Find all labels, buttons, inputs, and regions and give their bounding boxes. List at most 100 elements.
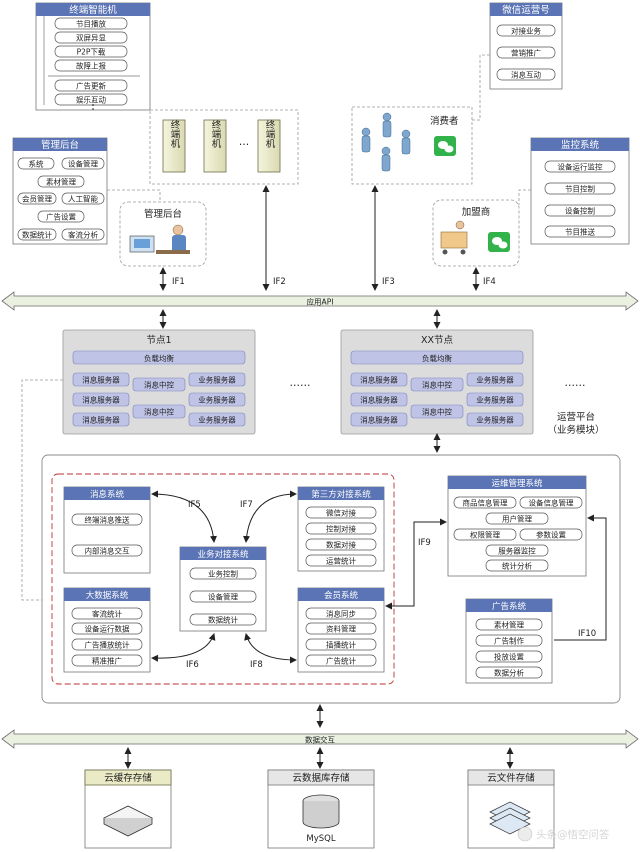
message-server: 消息服务器	[360, 375, 398, 385]
message-control: 消息中控	[144, 380, 174, 390]
module-item: 服务器监控	[498, 546, 536, 556]
message-server: 消息服务器	[82, 375, 120, 385]
interface-label: IF10	[578, 629, 596, 639]
module-item: 素材管理	[494, 620, 524, 630]
module-item: 用户管理	[502, 514, 532, 524]
database-caption: MySQL	[306, 834, 335, 844]
message-control: 消息中控	[422, 407, 452, 417]
module-item: 精准推广	[92, 656, 122, 666]
person-icon	[361, 112, 411, 172]
wechat-panel: 微信运营号 对接业务 营销推广 消息互动	[489, 2, 563, 90]
load-balancer: 负载均衡	[144, 353, 174, 363]
admin-panel: 管理后台 系统 设备管理 素材管理 会员管理 人工智能 广告设置 数据统计 客流…	[12, 137, 108, 245]
terminal-machine-icon: 终端机	[257, 119, 281, 173]
storage-database: 云数据库存储 MySQL	[267, 769, 375, 849]
wechat-icon	[434, 136, 456, 156]
module-title: 第三方对接系统	[311, 489, 371, 500]
terminal-title: 终端智能机	[69, 4, 117, 16]
business-dock-system: 业务对接系统 业务控制 设备管理 数据统计	[179, 546, 267, 632]
interface-label: IF9	[418, 538, 431, 548]
business-server: 业务服务器	[198, 395, 236, 405]
terminal-machines: 终端机 终端机 … 终端机	[149, 109, 299, 185]
module-title: 消息系统	[90, 489, 125, 500]
ad-system: 广告系统 素材管理 广告制作 投放设置 数据分析	[465, 598, 553, 684]
module-title: 广告系统	[492, 601, 527, 612]
business-server: 业务服务器	[476, 375, 514, 385]
module-item: 参数设置	[536, 530, 566, 540]
message-server: 消息服务器	[360, 415, 398, 425]
message-control: 消息中控	[144, 407, 174, 417]
interface-label: IF5	[188, 500, 201, 510]
module-item: 微信对接	[326, 508, 356, 518]
message-server: 消息服务器	[360, 395, 398, 405]
platform-title: 运营平台	[557, 411, 595, 423]
module-title: 大数据系统	[86, 590, 129, 601]
business-modules-frame	[51, 473, 395, 685]
bigdata-system: 大数据系统 客流统计 设备运行数据 广告播放统计 精准推广	[63, 587, 151, 673]
storage-title: 云文件存储	[487, 772, 535, 784]
module-item: 业务控制	[208, 569, 238, 579]
module-item: 权限管理	[470, 530, 500, 540]
app-api-band: 应用API	[1, 291, 639, 311]
monitor-item: 设备控制	[565, 206, 595, 216]
app-api-label: 应用API	[307, 297, 334, 307]
business-server: 业务服务器	[198, 415, 236, 425]
terminal-item: 广告更新	[76, 81, 106, 91]
terminal-item: 节目播放	[76, 19, 106, 29]
module-title: 运维管理系统	[491, 478, 543, 489]
interface-label: IF6	[186, 660, 199, 670]
terminal-item: 娱乐互动	[76, 95, 106, 105]
module-item: 数据分析	[494, 668, 524, 678]
message-server: 消息服务器	[82, 415, 120, 425]
module-item: 内部消息交互	[85, 546, 130, 556]
database-icon	[302, 794, 340, 829]
wechat-item: 消息互动	[511, 70, 541, 80]
admin-item: 会员管理	[22, 194, 52, 204]
franchise-label: 加盟商	[462, 206, 491, 218]
module-title: 业务对接系统	[197, 549, 249, 560]
shopping-cart-icon	[440, 220, 468, 255]
admin-item: 设备管理	[68, 159, 98, 169]
office-worker-icon	[129, 224, 190, 254]
business-server: 业务服务器	[198, 375, 236, 385]
admin-figure-label: 管理后台	[144, 208, 182, 220]
terminal-item: P2P下载	[77, 47, 106, 57]
module-item: 统计分析	[502, 561, 532, 571]
data-exchange-band: 数据交互	[1, 729, 639, 749]
terminal-machine-label: 终端机	[169, 119, 181, 149]
consumer-label: 消费者	[430, 115, 459, 127]
module-item: 运营统计	[326, 556, 356, 566]
interface-label: IF1	[172, 277, 185, 287]
business-server: 业务服务器	[476, 415, 514, 425]
monitor-item: 节目推送	[565, 227, 595, 237]
business-server: 业务服务器	[476, 395, 514, 405]
node-title: 节点1	[146, 335, 171, 346]
admin-title: 管理后台	[41, 139, 79, 151]
module-title: 会员系统	[324, 590, 359, 601]
hard-drive-icon	[103, 805, 153, 837]
admin-item: 素材管理	[46, 177, 76, 187]
terminal-machine-label: 终端机	[210, 119, 222, 149]
interface-label: IF7	[240, 500, 253, 510]
module-item: 广告播放统计	[85, 640, 130, 650]
admin-item: 客流分析	[68, 230, 98, 240]
monitor-item: 设备运行监控	[558, 162, 603, 172]
node-block: 节点1负载均衡消息服务器业务服务器消息服务器业务服务器消息服务器业务服务器消息中…	[62, 329, 256, 435]
consumer-group: 消费者	[351, 54, 490, 185]
wechat-icon	[488, 232, 510, 252]
message-system: 消息系统 终端消息推送 内部消息交互	[63, 486, 151, 574]
wechat-item: 对接业务	[511, 26, 541, 36]
terminal-machine-label: 终端机	[264, 119, 276, 149]
interface-label: IF2	[273, 277, 286, 287]
message-control: 消息中控	[422, 380, 452, 390]
dots-ellipsis: ……	[290, 377, 311, 389]
module-item: 设备信息管理	[529, 498, 574, 508]
terminal-machine-icon: 终端机	[203, 119, 227, 173]
module-item: 客流统计	[92, 609, 122, 619]
node-block: XX节点负载均衡消息服务器业务服务器消息服务器业务服务器消息服务器业务服务器消息…	[340, 329, 534, 435]
terminal-item: 双屏异显	[76, 34, 106, 43]
module-item: 终端消息推送	[85, 515, 130, 525]
module-item: 设备运行数据	[85, 624, 130, 634]
nodes-row: 节点1负载均衡消息服务器业务服务器消息服务器业务服务器消息服务器业务服务器消息中…	[62, 329, 534, 435]
